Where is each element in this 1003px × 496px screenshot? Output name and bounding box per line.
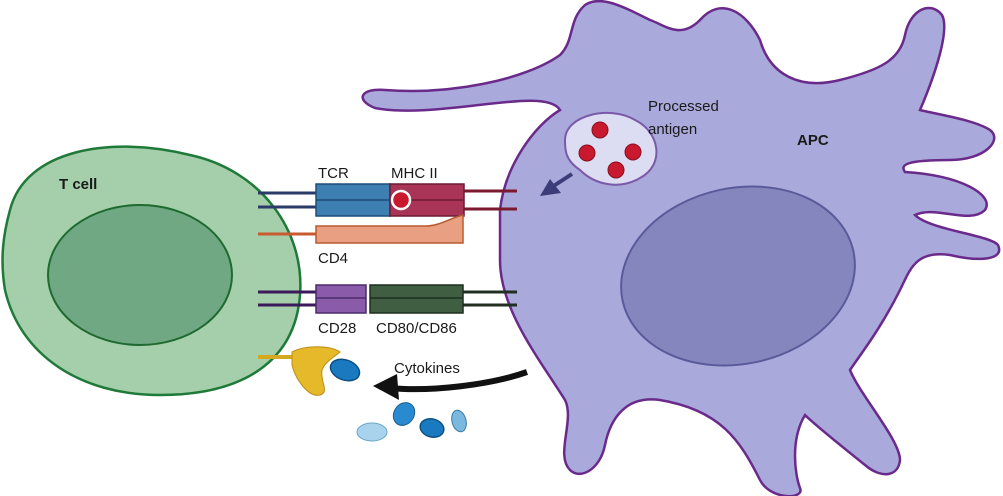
antigen-dot xyxy=(591,121,609,139)
processed-antigen-label-line1: Processed xyxy=(648,98,719,115)
t-cell-label: T cell xyxy=(59,176,97,193)
cytokine xyxy=(392,402,416,426)
cytokine xyxy=(419,418,445,438)
cd4-coreceptor xyxy=(315,214,464,244)
antigen-dot xyxy=(624,143,642,161)
t-cell-nucleus xyxy=(47,204,233,346)
antigen-dot xyxy=(578,144,596,162)
cytokine-receptor xyxy=(291,346,341,396)
apc-label: APC xyxy=(797,132,829,149)
antigen-arrow-head xyxy=(540,179,561,196)
cd28-label: CD28 xyxy=(318,320,356,337)
cytokine-arrow xyxy=(389,369,528,393)
cytokines-label: Cytokines xyxy=(394,360,460,377)
presented-antigen-dot xyxy=(390,189,412,211)
antigen-arrow-shaft xyxy=(550,172,574,189)
processed-antigen-label-line2: antigen xyxy=(648,121,697,138)
mhc2-label: MHC II xyxy=(391,165,438,182)
cytokine-arrow-head xyxy=(373,374,399,400)
cd4-label: CD4 xyxy=(318,250,348,267)
antigen-dot xyxy=(607,161,625,179)
cd80-cd86-label: CD80/CD86 xyxy=(376,320,457,337)
processed-antigen-vesicle xyxy=(563,112,658,186)
cytokine-bound xyxy=(329,358,361,382)
cytokine xyxy=(356,422,388,442)
apc-nucleus xyxy=(620,185,856,367)
cd80-cd86-ligand xyxy=(369,284,464,314)
cd28-receptor xyxy=(315,284,367,314)
cytokine xyxy=(451,409,467,433)
tcr-label: TCR xyxy=(318,165,349,182)
